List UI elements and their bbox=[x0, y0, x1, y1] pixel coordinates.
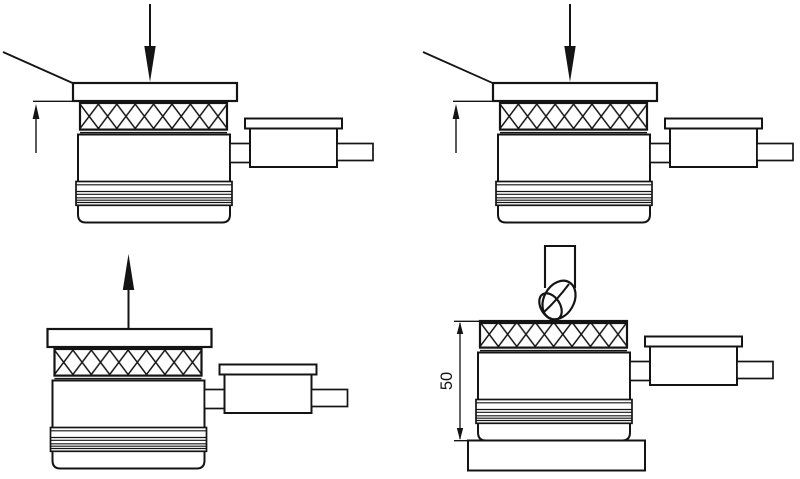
panel-top-right-compression bbox=[423, 4, 793, 223]
sensor-assembly-with-force-down-arrow bbox=[3, 4, 373, 223]
milling-cutter-icon bbox=[538, 244, 577, 321]
height-dimension: 50 bbox=[438, 320, 481, 442]
pressure-plate bbox=[46, 327, 213, 349]
dimension-label-50: 50 bbox=[438, 372, 456, 390]
force-up-arrow bbox=[122, 254, 135, 330]
panel-bottom-right-milling: 50 bbox=[438, 244, 775, 472]
base-plate bbox=[467, 439, 646, 472]
panel-bottom-left-tension bbox=[46, 254, 349, 470]
sensor-core bbox=[474, 319, 775, 442]
sensor-assembly-with-force-down-arrow bbox=[423, 4, 793, 223]
panel-top-left-compression bbox=[3, 4, 373, 223]
sensor-core bbox=[49, 347, 349, 470]
